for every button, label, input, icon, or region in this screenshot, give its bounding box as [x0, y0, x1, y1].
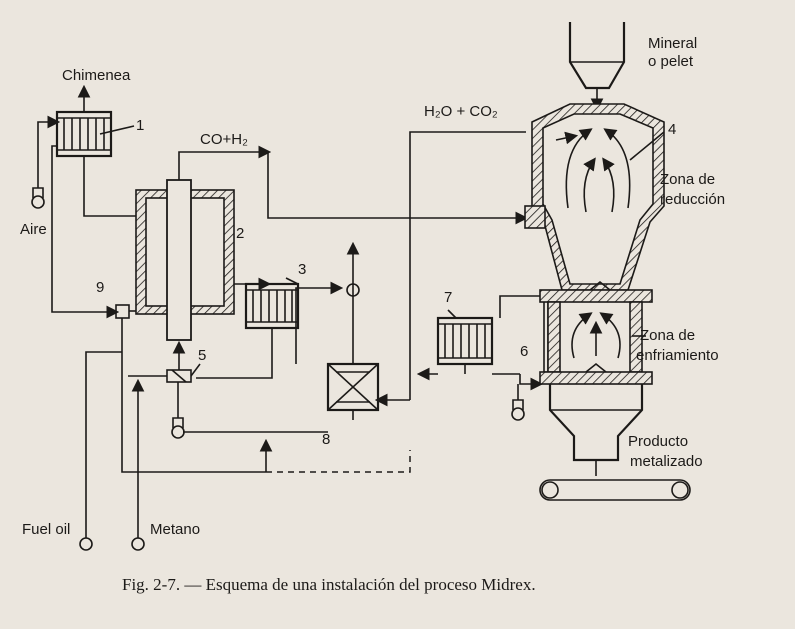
- chimenea-label: Chimenea: [62, 67, 131, 84]
- fuel-oil-inlet: [79, 351, 122, 551]
- conveyor-belt: [539, 479, 691, 501]
- number-8: 8: [322, 431, 330, 448]
- heat-exchanger-3: [244, 282, 300, 330]
- zona-enfriamiento-line2: enfriamiento: [636, 347, 719, 364]
- mineral-label-line1: Mineral: [648, 35, 697, 52]
- burner-9: [115, 304, 130, 319]
- number-3: 3: [298, 261, 306, 278]
- blower-7-icon: [511, 399, 525, 421]
- figure-caption: Fig. 2-7. — Esquema de una instalación d…: [122, 575, 536, 594]
- mixer-5: [166, 369, 192, 383]
- scrubber-8: [326, 362, 380, 420]
- number-9: 9: [96, 279, 104, 296]
- number-6: 6: [520, 343, 528, 360]
- metano-label: Metano: [150, 521, 200, 538]
- blower-5-icon: [171, 417, 185, 439]
- producto-line2: metalizado: [630, 453, 703, 470]
- number-7: 7: [444, 289, 452, 306]
- blower-8-icon: [346, 283, 360, 297]
- heat-exchanger-7: [436, 316, 494, 366]
- number-1: 1: [136, 117, 144, 134]
- mineral-label-line2: o pelet: [648, 53, 694, 70]
- metano-inlet: [131, 378, 145, 551]
- shaft-furnace: [524, 22, 665, 476]
- reformer-2: [135, 179, 235, 341]
- number-2: 2: [236, 225, 244, 242]
- co-h2-label: CO+H₂: [200, 131, 248, 148]
- producto-line1: Producto: [628, 433, 688, 450]
- number-4: 4: [668, 121, 676, 138]
- zona-reduccion-line2: reducción: [660, 191, 725, 208]
- zona-reduccion-line1: Zona de: [660, 171, 715, 188]
- zona-enfriamiento-line1: Zona de: [640, 327, 695, 344]
- fuel-oil-label: Fuel oil: [22, 521, 70, 538]
- h2o-co2-label: H₂O + CO₂: [424, 103, 498, 120]
- air-blower-icon: [31, 187, 45, 209]
- aire-label: Aire: [20, 221, 47, 238]
- number-5: 5: [198, 347, 206, 364]
